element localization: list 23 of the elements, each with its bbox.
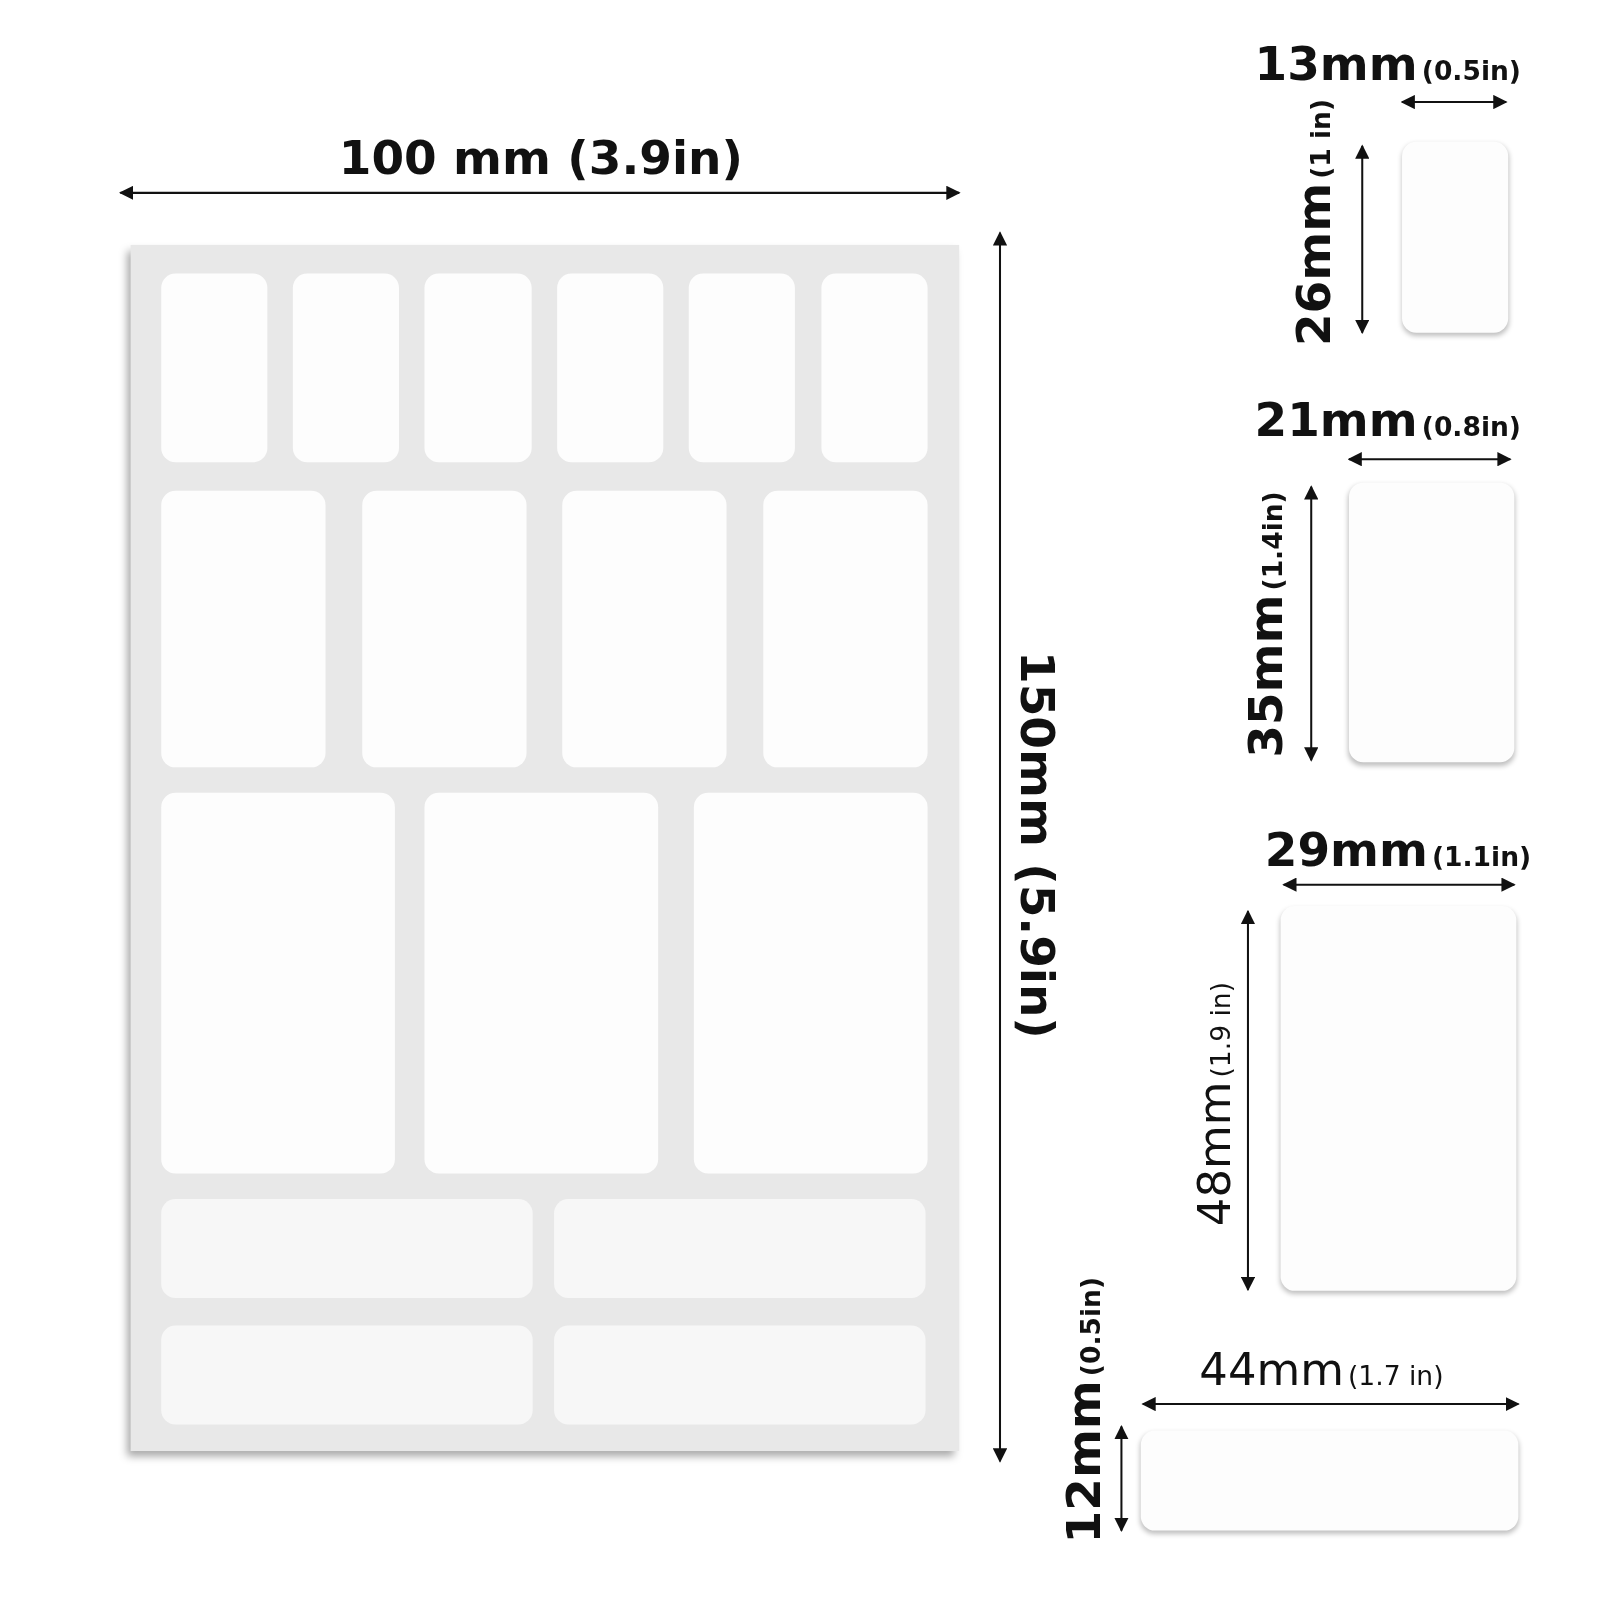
inch-dimension-label: (1.1in)	[1431, 841, 1532, 873]
dimension-label: 48mm	[1188, 1081, 1241, 1227]
inch-dimension-label: (0.5in)	[1421, 55, 1521, 86]
sticker-label	[1280, 906, 1517, 1291]
dimension-label: 150mm (5.9in)	[1010, 651, 1066, 1039]
dimension-label: 100 mm (3.9in)	[338, 130, 743, 186]
sticker-label	[1140, 1430, 1519, 1531]
inch-dimension-label: (1.7 in)	[1348, 1360, 1444, 1392]
dimension-label: 21mm	[1254, 391, 1418, 447]
dimension-label: 44mm	[1199, 1343, 1344, 1396]
inch-dimension-label: (0.5in)	[1075, 1276, 1107, 1377]
inch-dimension-label: (1 in)	[1305, 98, 1336, 179]
label-sheet	[130, 244, 960, 1451]
inch-dimension-label: (1.4in)	[1257, 491, 1288, 591]
inch-dimension-label: (0.8in)	[1421, 411, 1521, 442]
dimension-label: 35mm	[1237, 594, 1293, 758]
dimension-label: 12mm	[1056, 1380, 1112, 1544]
sticker-label	[1402, 141, 1509, 333]
inch-dimension-label: (1.9 in)	[1205, 982, 1237, 1078]
sticker-label	[1349, 482, 1515, 763]
dimension-label: 13mm	[1254, 35, 1418, 91]
dimension-label: 26mm	[1285, 182, 1341, 347]
dimension-label: 29mm	[1264, 822, 1428, 878]
